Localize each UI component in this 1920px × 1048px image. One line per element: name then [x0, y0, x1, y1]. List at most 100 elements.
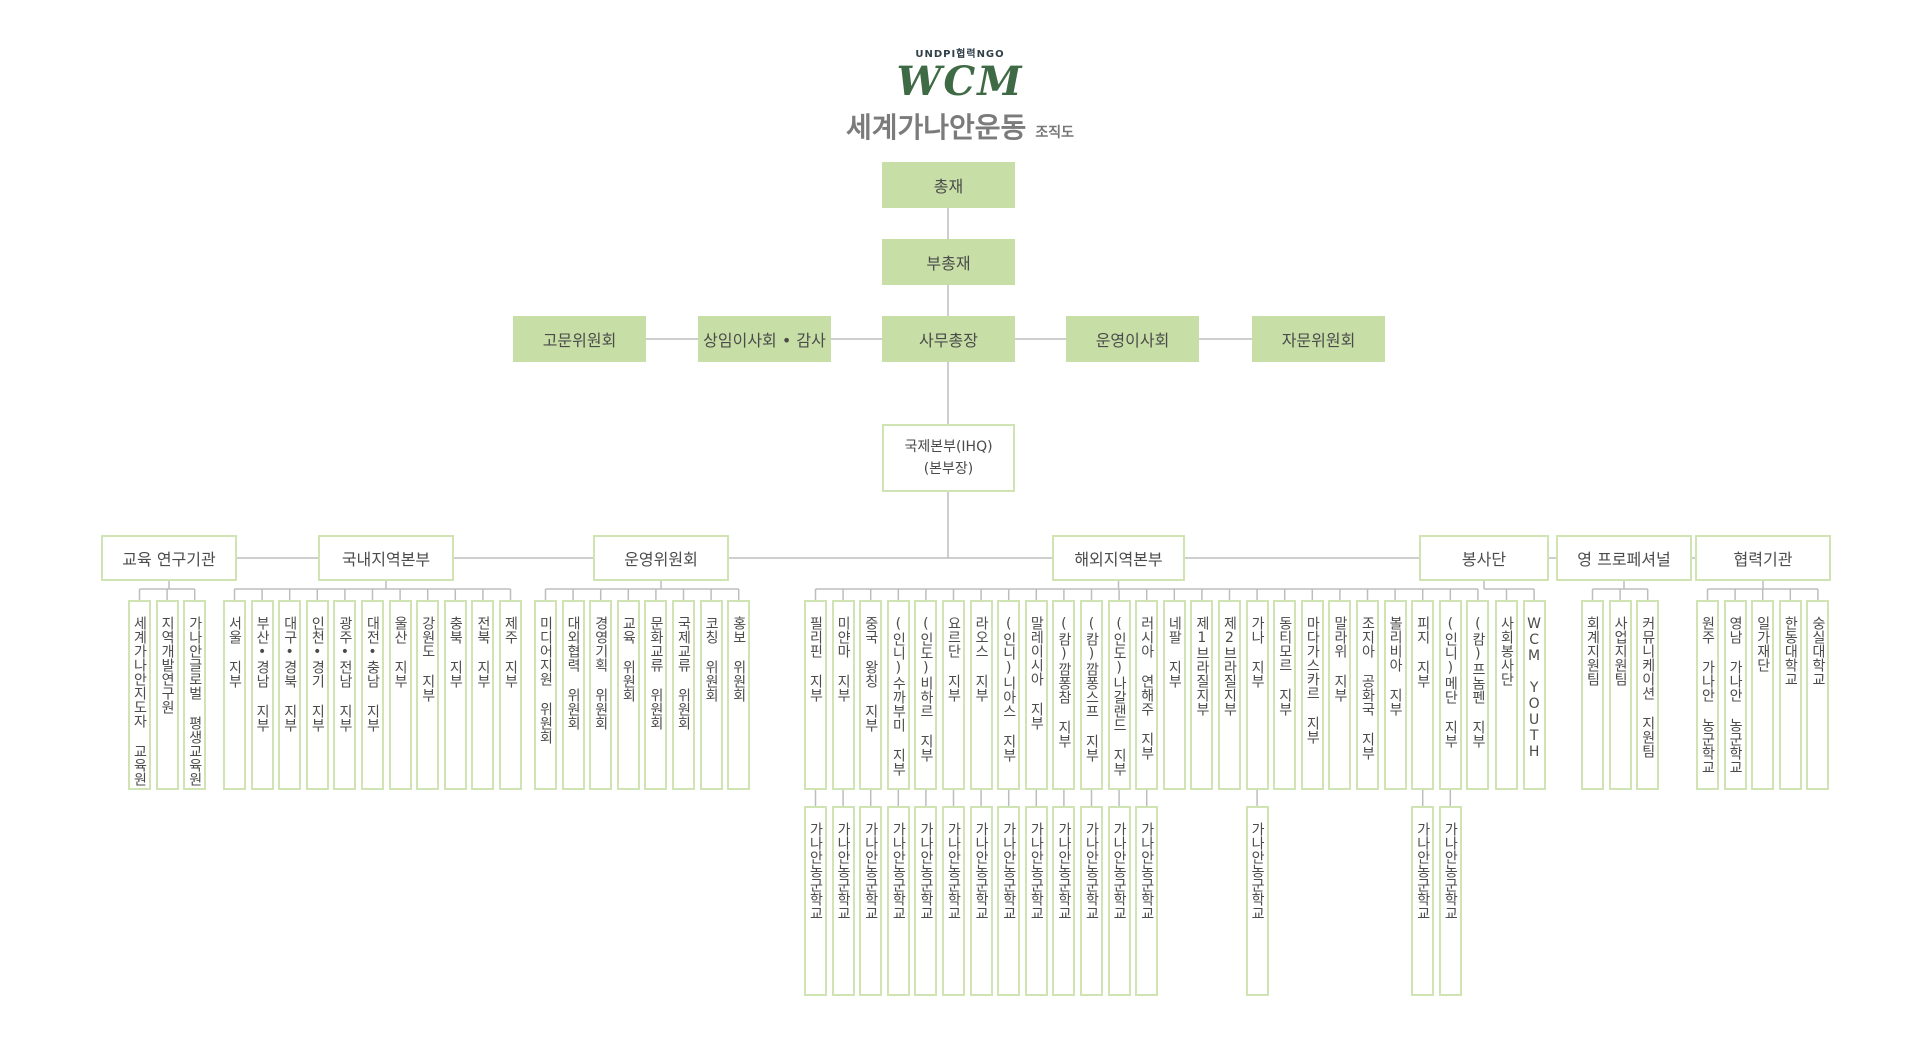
branch-node: 제2브라질지부: [1218, 600, 1241, 790]
branch-label: 홍보 위원회: [730, 616, 747, 702]
branch-node: 러시아 연해주 지부: [1135, 600, 1159, 790]
branch-label: 라오스 지부: [973, 616, 990, 702]
branch-node: 중국 왕칭 지부: [859, 600, 883, 790]
standing-board-node: 상임이사회 • 감사: [698, 316, 831, 362]
group-label: 교육 연구기관: [122, 550, 216, 569]
wcm-logo: WCM: [896, 58, 1024, 105]
branch-node: 광주•전남 지부: [333, 600, 357, 790]
group-label: 국내지역본부: [341, 550, 431, 569]
branch-node: 충북 지부: [443, 600, 467, 790]
branch-node: 인천•경기 지부: [305, 600, 329, 790]
branch-label: (인니)메단 지부: [1442, 616, 1459, 748]
branch-node: 코칭 위원회: [699, 600, 723, 790]
branch-label: 서울 지부: [226, 616, 243, 688]
branch-node: 경영기획 위원회: [589, 600, 613, 790]
branch-node: 말레이시아 지부: [1024, 600, 1048, 790]
branch-label: 국제교류 위원회: [675, 616, 692, 730]
branch-label: 지역개발연구원: [159, 616, 176, 714]
farm-school-label: 가나안농군학교: [1055, 822, 1072, 920]
branch-node: 회계지원팀: [1581, 600, 1604, 790]
branch-label: 중국 왕칭 지부: [862, 616, 879, 732]
branch-label: 일가재단: [1754, 616, 1771, 672]
branch-node: 피지 지부: [1411, 600, 1435, 790]
branch-node: 조지아 공화국 지부: [1356, 600, 1379, 790]
farm-school-node: 가나안농군학교: [942, 806, 965, 996]
farm-school-node: 가나안농군학교: [1080, 806, 1103, 996]
page-subtitle: 조직도: [1035, 125, 1075, 141]
farm-school-node: 가나안농군학교: [1052, 806, 1076, 996]
branch-label: 회계지원팀: [1584, 616, 1601, 686]
branch-label: 문화교류 위원회: [647, 616, 664, 730]
branch-node: 국제교류 위원회: [672, 600, 695, 790]
farm-school-node: 가나안농군학교: [1411, 806, 1435, 996]
group-node: 국내지역본부: [318, 535, 454, 581]
branch-node: 대구•경북 지부: [278, 600, 302, 790]
farm-school-label: 가나안농군학교: [1249, 822, 1266, 920]
branch-label: 경영기획 위원회: [592, 616, 609, 730]
branch-label: 가나 지부: [1249, 616, 1266, 688]
branch-node: 말라위 지부: [1328, 600, 1352, 790]
farm-school-label: 가나안농군학교: [917, 822, 934, 920]
branch-label: 울산 지부: [392, 616, 409, 688]
branch-node: 제1브라질지부: [1190, 600, 1214, 790]
farm-school-node: 가나안농군학교: [1438, 806, 1462, 996]
branch-node: 영남 가나안 농군학교: [1723, 600, 1747, 790]
farm-school-node: 가나안농군학교: [1024, 806, 1048, 996]
farm-school-node: 가나안농군학교: [886, 806, 910, 996]
branch-label: 요르단 지부: [945, 616, 962, 702]
branch-node: (인도)비하르 지부: [914, 600, 938, 790]
farm-school-node: 가나안농군학교: [859, 806, 883, 996]
group-node: 해외지역본부: [1052, 535, 1185, 581]
farm-school-label: 가나안농군학교: [1138, 822, 1155, 920]
branch-node: 대외협력 위원회: [561, 600, 585, 790]
branch-label: 충북 지부: [447, 616, 464, 688]
farm-school-label: 가나안농군학교: [1442, 822, 1459, 920]
branch-node: 부산•경남 지부: [250, 600, 274, 790]
branch-node: 가나 지부: [1245, 600, 1269, 790]
branch-node: (캄)깜퐁참 지부: [1052, 600, 1076, 790]
branch-label: 세계가나안지도자 교육원: [131, 616, 148, 786]
branch-node: 홍보 위원회: [727, 600, 751, 790]
branch-node: 제주 지부: [499, 600, 522, 790]
branch-label: (인도)나갈랜드 지부: [1111, 616, 1128, 776]
vice-chairman-node: 부총재: [882, 239, 1015, 285]
branch-label: 광주•전남 지부: [336, 616, 353, 732]
branch-label: (캄)깜퐁스프 지부: [1083, 616, 1100, 762]
operating-board-node: 운영이사회: [1066, 316, 1199, 362]
group-label: 운영위원회: [624, 550, 698, 569]
branch-label: 필리핀 지부: [807, 616, 824, 702]
branch-label: 제2브라질지부: [1221, 616, 1238, 716]
farm-school-label: 가나안농군학교: [973, 822, 990, 920]
group-label: 영 프로페셔널: [1577, 550, 1671, 569]
group-node: 협력기관: [1695, 535, 1831, 581]
title-row: 세계가나안운동 조직도: [0, 106, 1920, 146]
branch-node: 마다가스카르 지부: [1300, 600, 1324, 790]
branch-label: 부산•경남 지부: [254, 616, 271, 732]
branch-label: WCM YOUTH: [1526, 616, 1543, 760]
farm-school-node: 가나안농군학교: [1135, 806, 1159, 996]
branch-label: 원주 가나안 농군학교: [1699, 616, 1716, 774]
branch-label: 조지아 공화국 지부: [1359, 616, 1376, 760]
branch-node: 라오스 지부: [969, 600, 993, 790]
branch-label: 사업지원팀: [1612, 616, 1629, 686]
advisory-committee-node: 고문위원회: [513, 316, 646, 362]
branch-node: 대전•충남 지부: [361, 600, 384, 790]
farm-school-label: 가나안농군학교: [1083, 822, 1100, 920]
farm-school-node: 가나안농군학교: [914, 806, 938, 996]
branch-label: 한동대학교: [1782, 616, 1799, 686]
branch-label: 코칭 위원회: [703, 616, 720, 702]
consulting-committee-node: 자문위원회: [1252, 316, 1385, 362]
branch-label: 말레이시아 지부: [1028, 616, 1045, 730]
logo-caption: UNDPI협력NGO: [915, 49, 1005, 60]
branch-label: 전북 지부: [474, 616, 491, 688]
farm-school-node: 가나안농군학교: [1245, 806, 1269, 996]
branch-node: 원주 가나안 농군학교: [1696, 600, 1719, 790]
group-label: 해외지역본부: [1074, 550, 1163, 569]
branch-node: 필리핀 지부: [804, 600, 827, 790]
branch-label: 러시아 연해주 지부: [1138, 616, 1155, 760]
branch-node: (인도)나갈랜드 지부: [1107, 600, 1131, 790]
branch-node: 교육 위원회: [616, 600, 640, 790]
branch-node: 일가재단: [1751, 600, 1775, 790]
branch-label: 마다가스카르 지부: [1304, 616, 1321, 744]
branch-label: 인천•경기 지부: [309, 616, 326, 732]
